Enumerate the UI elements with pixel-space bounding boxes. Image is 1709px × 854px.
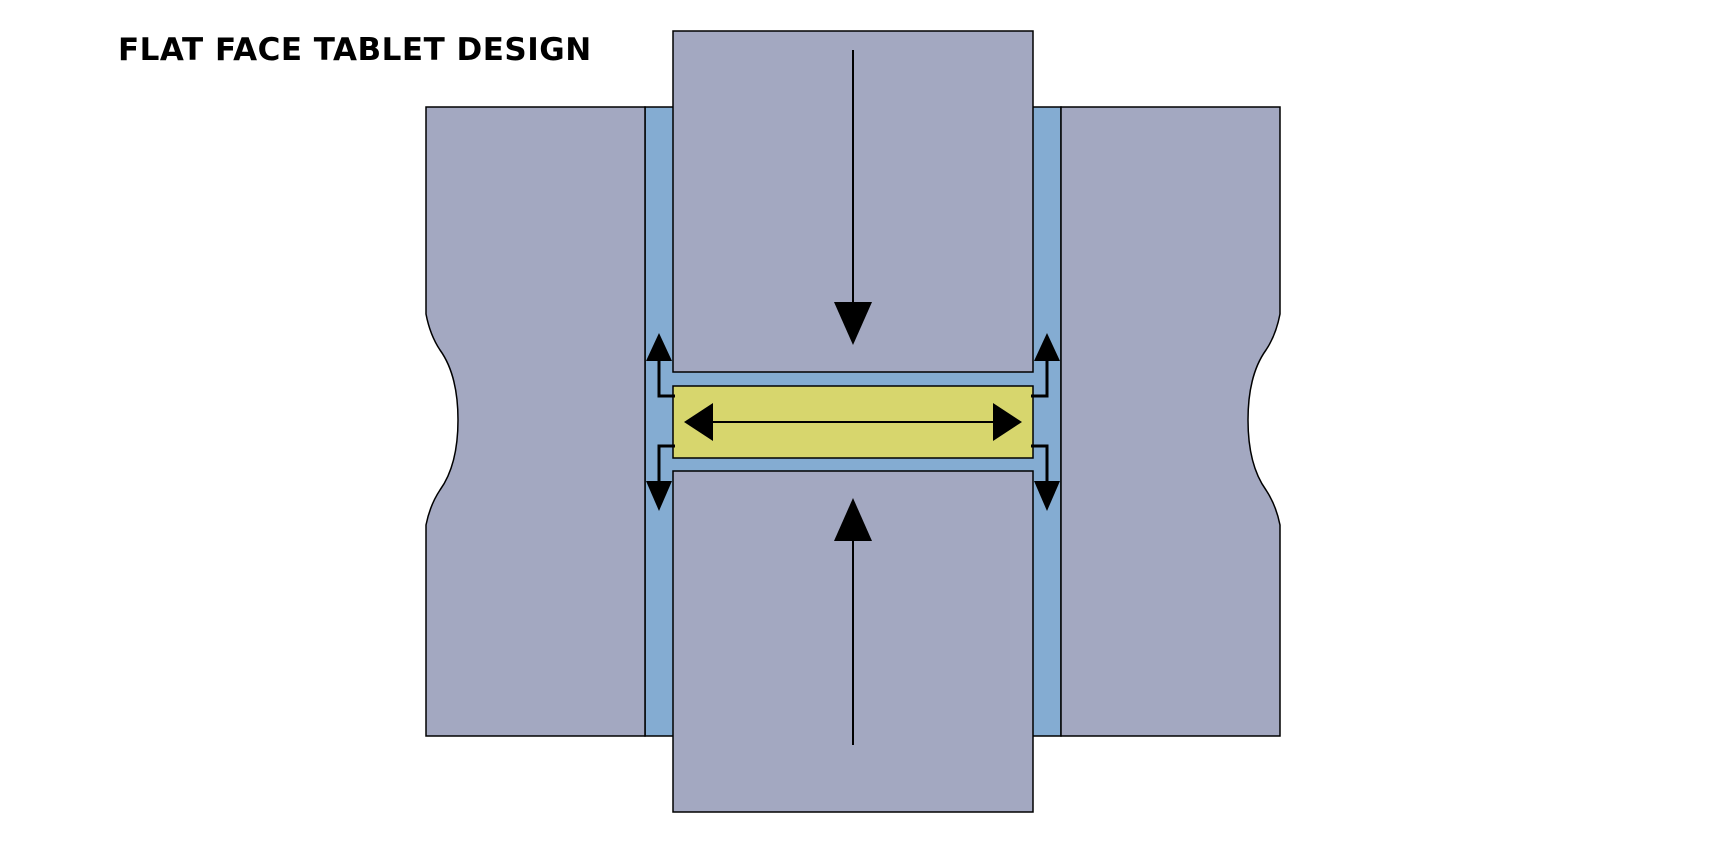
air-escape-up-right-arrow [1031, 333, 1060, 398]
lower-punch-force-arrow [834, 498, 872, 745]
tablet-lateral-expansion-arrow [684, 403, 1022, 441]
left-die [425, 106, 646, 737]
air-escape-up-left-arrow [646, 333, 675, 398]
air-escape-down-right-arrow [1031, 444, 1060, 511]
die-clearance-left [644, 106, 676, 737]
upper-punch-force-arrow [834, 50, 872, 345]
diagram-title: FLAT FACE TABLET DESIGN [118, 32, 592, 68]
die-clearance-right [1030, 106, 1062, 737]
air-escape-down-left-arrow [646, 444, 675, 511]
right-die [1060, 106, 1281, 737]
